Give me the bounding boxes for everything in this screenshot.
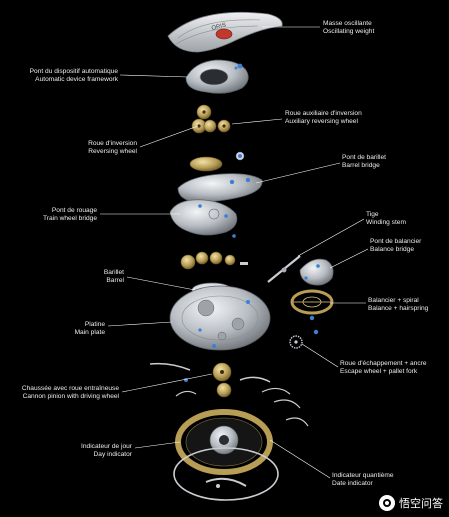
label-reversing-wheel-fr: Roue d'inversion <box>88 140 137 147</box>
label-barrel-en: Barrel <box>106 277 124 284</box>
gear-train <box>180 251 248 270</box>
label-winding-stem-en: Winding stem <box>366 219 406 226</box>
label-main-plate-fr: Platine <box>84 321 105 328</box>
label-auxiliary-reversing-fr: Roue auxiliaire d'inversion <box>285 110 362 117</box>
label-day-indicator: Indicateur de jour Day indicator <box>81 443 132 459</box>
label-barrel-bridge-en: Barrel bridge <box>342 162 380 169</box>
label-barrel-bridge: Pont de barillet Barrel bridge <box>342 154 386 170</box>
label-balance-bridge-en: Balance bridge <box>370 246 414 253</box>
label-oscillating-weight: Masse oscillante Oscillating weight <box>323 20 374 36</box>
label-date-indicator-fr: Indicateur quantième <box>332 472 394 479</box>
label-day-indicator-en: Day indicator <box>93 451 132 458</box>
leader-barrel <box>126 276 196 291</box>
label-winding-stem: Tige Winding stem <box>366 211 406 227</box>
label-main-plate: Platine Main plate <box>75 321 105 337</box>
label-cannon-pinion-fr: Chaussée avec roue entraîneuse <box>21 385 119 392</box>
date-indicator <box>173 447 279 501</box>
leader-date-indicator <box>269 439 331 479</box>
label-balance-bridge-fr: Pont de balancier <box>370 238 422 245</box>
label-automatic-device-fr: Pont du dispositif automatique <box>29 68 118 75</box>
barrel-bridge-wheels <box>189 151 245 172</box>
rotor-engraving: ORIS <box>211 23 227 32</box>
leader-escape-pallet <box>301 343 339 368</box>
label-main-plate-en: Main plate <box>74 329 105 336</box>
label-auxiliary-reversing-en: Auxiliary reversing wheel <box>285 118 358 125</box>
label-automatic-device-en: Automatic device framework <box>35 76 118 83</box>
label-winding-stem-fr: Tige <box>366 211 379 218</box>
cannon-pinion-levers <box>149 362 309 427</box>
label-escape-pallet-en: Escape wheel + pallet fork <box>340 368 418 375</box>
leader-barrel-bridge <box>255 162 341 184</box>
label-oscillating-weight-en: Oscillating weight <box>323 28 375 35</box>
label-balance-hairspring: Balancier + spiral Balance + hairspring <box>368 297 428 313</box>
escape-wheel-pallet <box>289 329 319 349</box>
watermark-text: 悟空问答 <box>399 497 443 510</box>
label-reversing-wheel: Roue d'inversion Reversing wheel <box>88 140 137 156</box>
leader-auxiliary-reversing <box>231 118 283 125</box>
label-oscillating-weight-fr: Masse oscillante <box>323 20 372 27</box>
watermark: 悟空问答 <box>379 495 443 511</box>
day-indicator <box>175 409 273 475</box>
leader-reversing-wheel <box>139 125 199 148</box>
label-balance-hairspring-fr: Balancier + spiral <box>368 297 419 304</box>
label-balance-bridge: Pont de balancier Balance bridge <box>370 238 421 254</box>
label-date-indicator: Indicateur quantième Date indicator <box>332 472 394 488</box>
label-day-indicator-fr: Indicateur de jour <box>81 443 132 450</box>
label-escape-pallet: Roue d'échappement + ancre Escape wheel … <box>340 360 427 376</box>
reversing-wheels <box>191 104 231 134</box>
leader-automatic-device <box>119 74 189 78</box>
oscillating-weight: ORIS <box>167 11 283 53</box>
main-plate <box>169 285 271 351</box>
winding-stem <box>267 255 301 283</box>
label-barrel-fr: Barillet <box>103 269 124 276</box>
wukong-logo-icon <box>379 495 395 511</box>
label-barrel-bridge-fr: Pont de barillet <box>342 154 386 161</box>
label-escape-pallet-fr: Roue d'échappement + ancre <box>340 360 427 367</box>
label-automatic-device: Pont du dispositif automatique Automatic… <box>30 68 118 84</box>
balance-bridge <box>299 258 334 286</box>
label-reversing-wheel-en: Reversing wheel <box>88 148 137 155</box>
leader-balance-bridge <box>329 248 369 269</box>
leader-winding-stem <box>297 218 365 257</box>
label-train-wheel-bridge: Pont de rouage Train wheel bridge <box>43 207 97 223</box>
leader-cannon-pinion <box>121 373 213 393</box>
label-cannon-pinion: Chaussée avec roue entraîneuse Cannon pi… <box>22 385 119 401</box>
leader-day-indicator <box>134 441 181 449</box>
label-train-wheel-bridge-fr: Pont de rouage <box>51 207 97 214</box>
label-train-wheel-bridge-en: Train wheel bridge <box>43 215 97 222</box>
label-balance-hairspring-en: Balance + hairspring <box>368 305 429 312</box>
automatic-device-framework <box>185 59 249 94</box>
label-date-indicator-en: Date indicator <box>332 480 373 487</box>
leader-main-plate <box>107 321 173 327</box>
balance-hairspring <box>290 289 334 321</box>
leader-lines <box>100 26 369 479</box>
label-auxiliary-reversing: Roue auxiliaire d'inversion Auxiliary re… <box>285 110 362 126</box>
barrel-bridge <box>177 173 263 203</box>
label-barrel: Barillet Barrel <box>104 269 124 285</box>
train-wheel-bridge <box>169 199 238 238</box>
label-cannon-pinion-en: Cannon pinion with driving wheel <box>22 393 119 400</box>
